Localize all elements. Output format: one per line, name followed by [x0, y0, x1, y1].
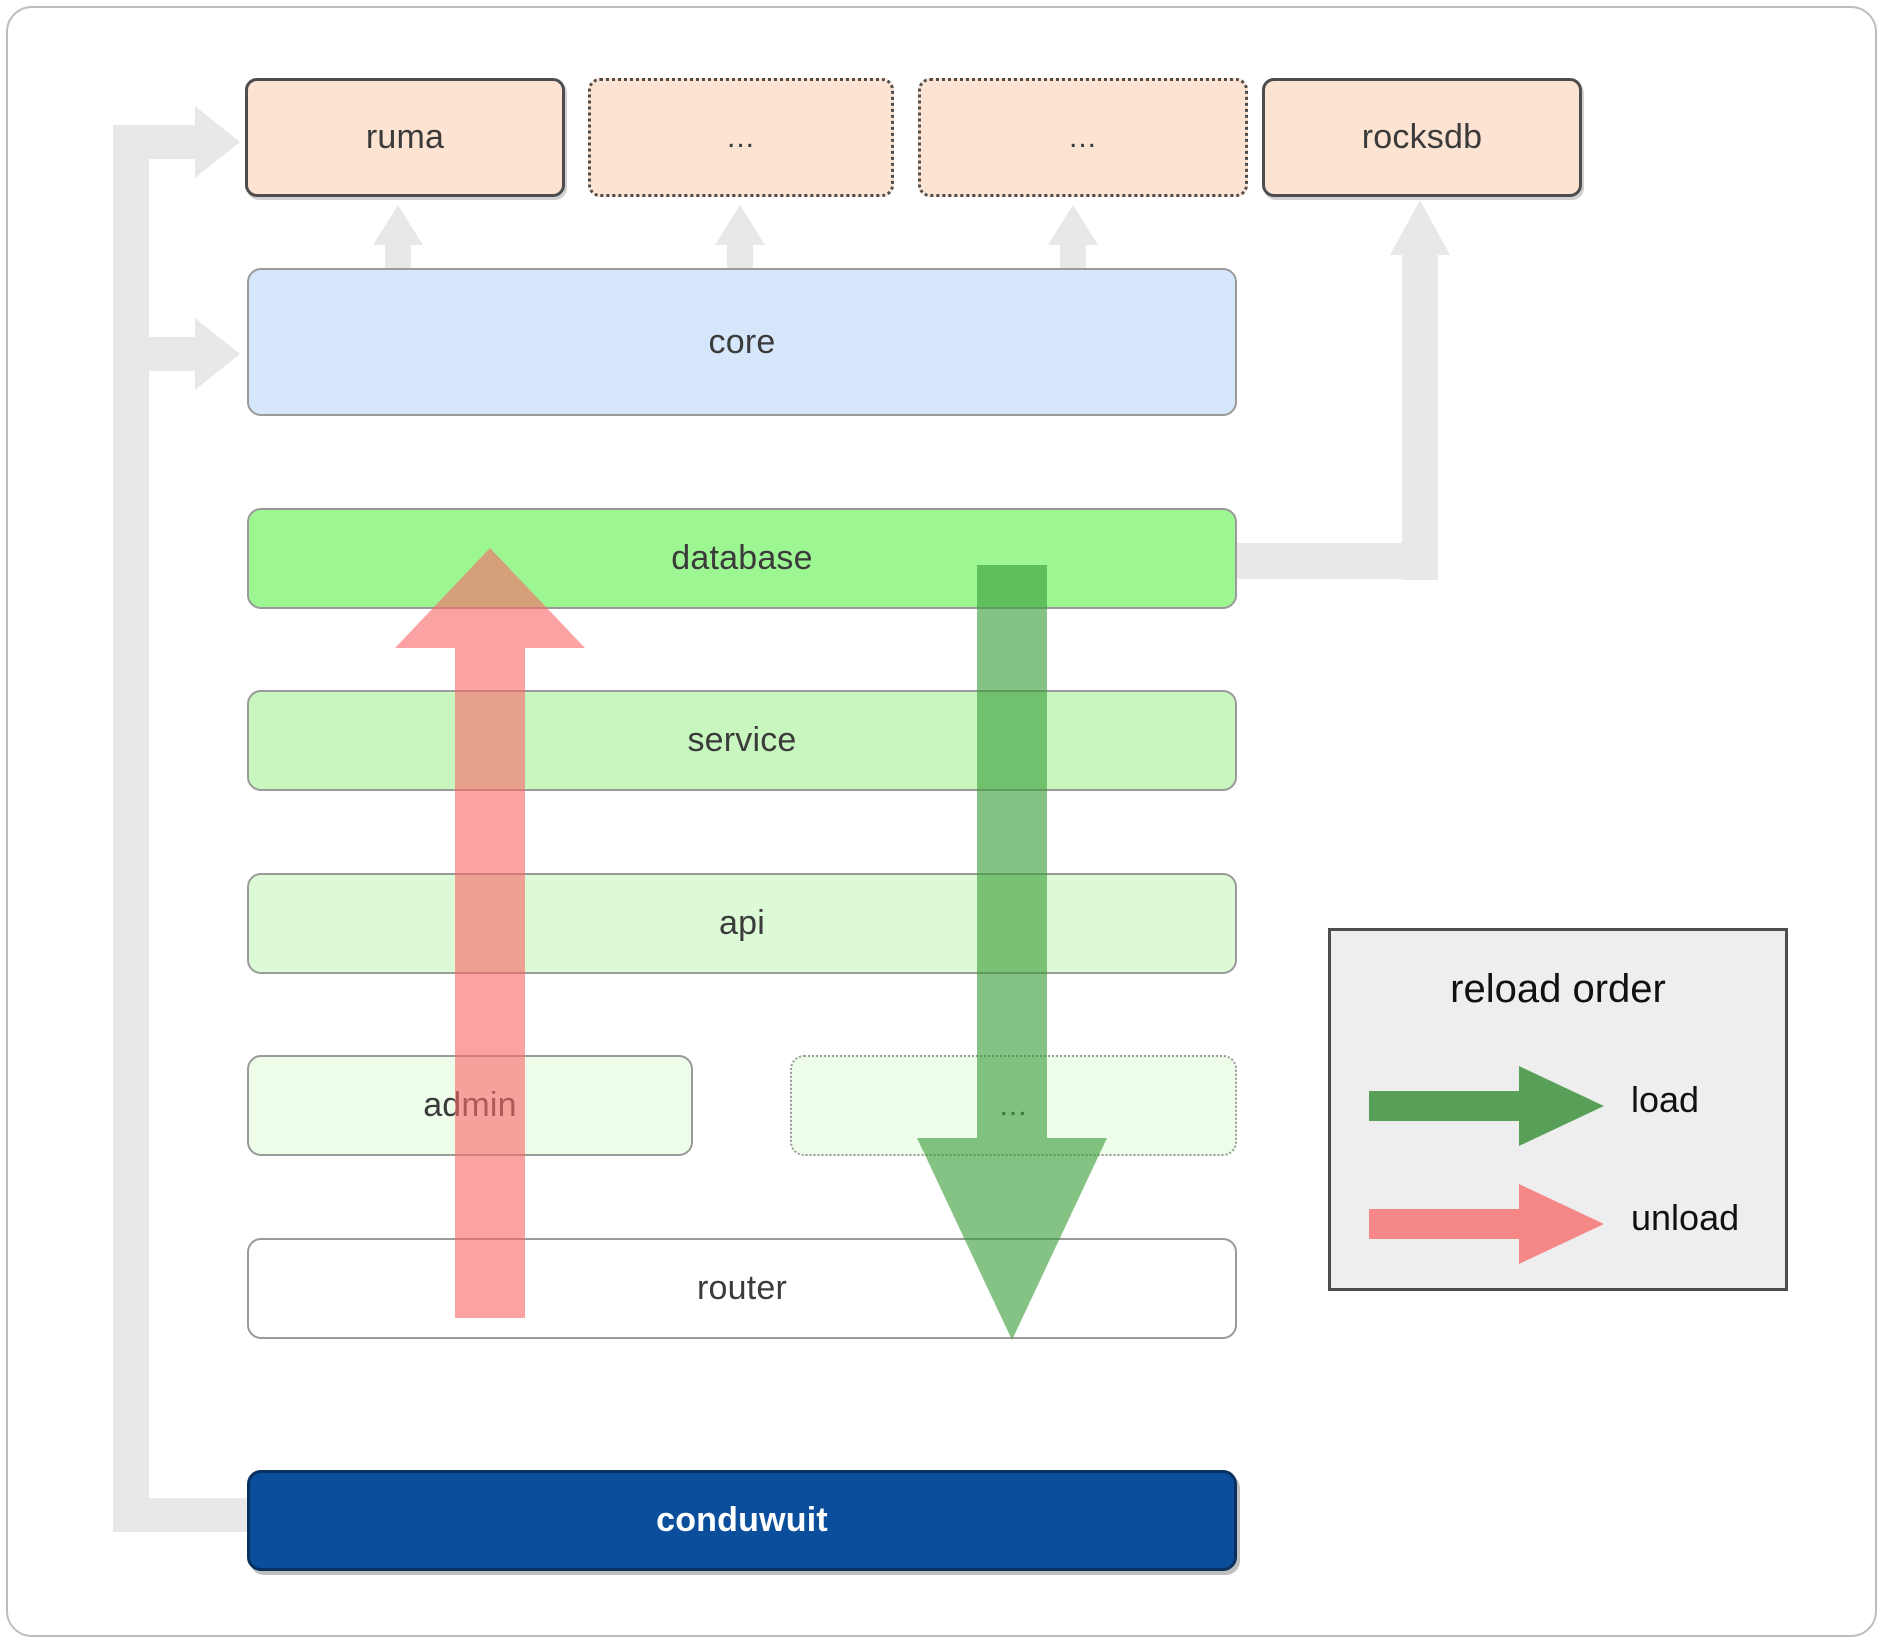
layer-placeholder[interactable]: ...	[790, 1055, 1237, 1156]
legend-row-load: load	[1331, 1061, 1785, 1151]
dependency-rocksdb-label: rocksdb	[1361, 118, 1483, 156]
layer-admin[interactable]: admin	[247, 1055, 693, 1156]
load-arrow-icon	[1369, 1066, 1604, 1146]
layer-api[interactable]: api	[247, 873, 1237, 974]
dependency-placeholder-1-label: ...	[726, 120, 755, 154]
layer-core[interactable]: core	[247, 268, 1237, 416]
layer-placeholder-label: ...	[999, 1088, 1028, 1122]
dependency-placeholder-2[interactable]: ...	[918, 78, 1248, 197]
dependency-placeholder-2-label: ...	[1068, 120, 1097, 154]
legend-panel: reload order load unload	[1328, 928, 1788, 1291]
legend-title: reload order	[1450, 967, 1666, 1011]
application-conduwuit[interactable]: conduwuit	[247, 1470, 1237, 1571]
application-conduwuit-label: conduwuit	[656, 1501, 828, 1539]
layer-service-label: service	[687, 721, 797, 759]
layer-router-label: router	[696, 1269, 788, 1307]
legend-label-unload: unload	[1631, 1197, 1740, 1238]
dependency-ruma[interactable]: ruma	[245, 78, 565, 197]
dependency-ruma-label: ruma	[365, 118, 445, 156]
unload-arrow-icon	[1369, 1184, 1604, 1264]
dependency-placeholder-1[interactable]: ...	[588, 78, 894, 197]
layer-api-label: api	[719, 904, 765, 942]
layer-database[interactable]: database	[247, 508, 1237, 609]
layer-router[interactable]: router	[247, 1238, 1237, 1339]
legend-label-load: load	[1631, 1079, 1700, 1120]
layer-admin-label: admin	[423, 1086, 517, 1124]
legend-row-unload: unload	[1331, 1179, 1785, 1269]
layer-service[interactable]: service	[247, 690, 1237, 791]
layer-database-label: database	[671, 539, 813, 577]
layer-core-label: core	[708, 322, 776, 361]
dependency-rocksdb[interactable]: rocksdb	[1262, 78, 1582, 197]
